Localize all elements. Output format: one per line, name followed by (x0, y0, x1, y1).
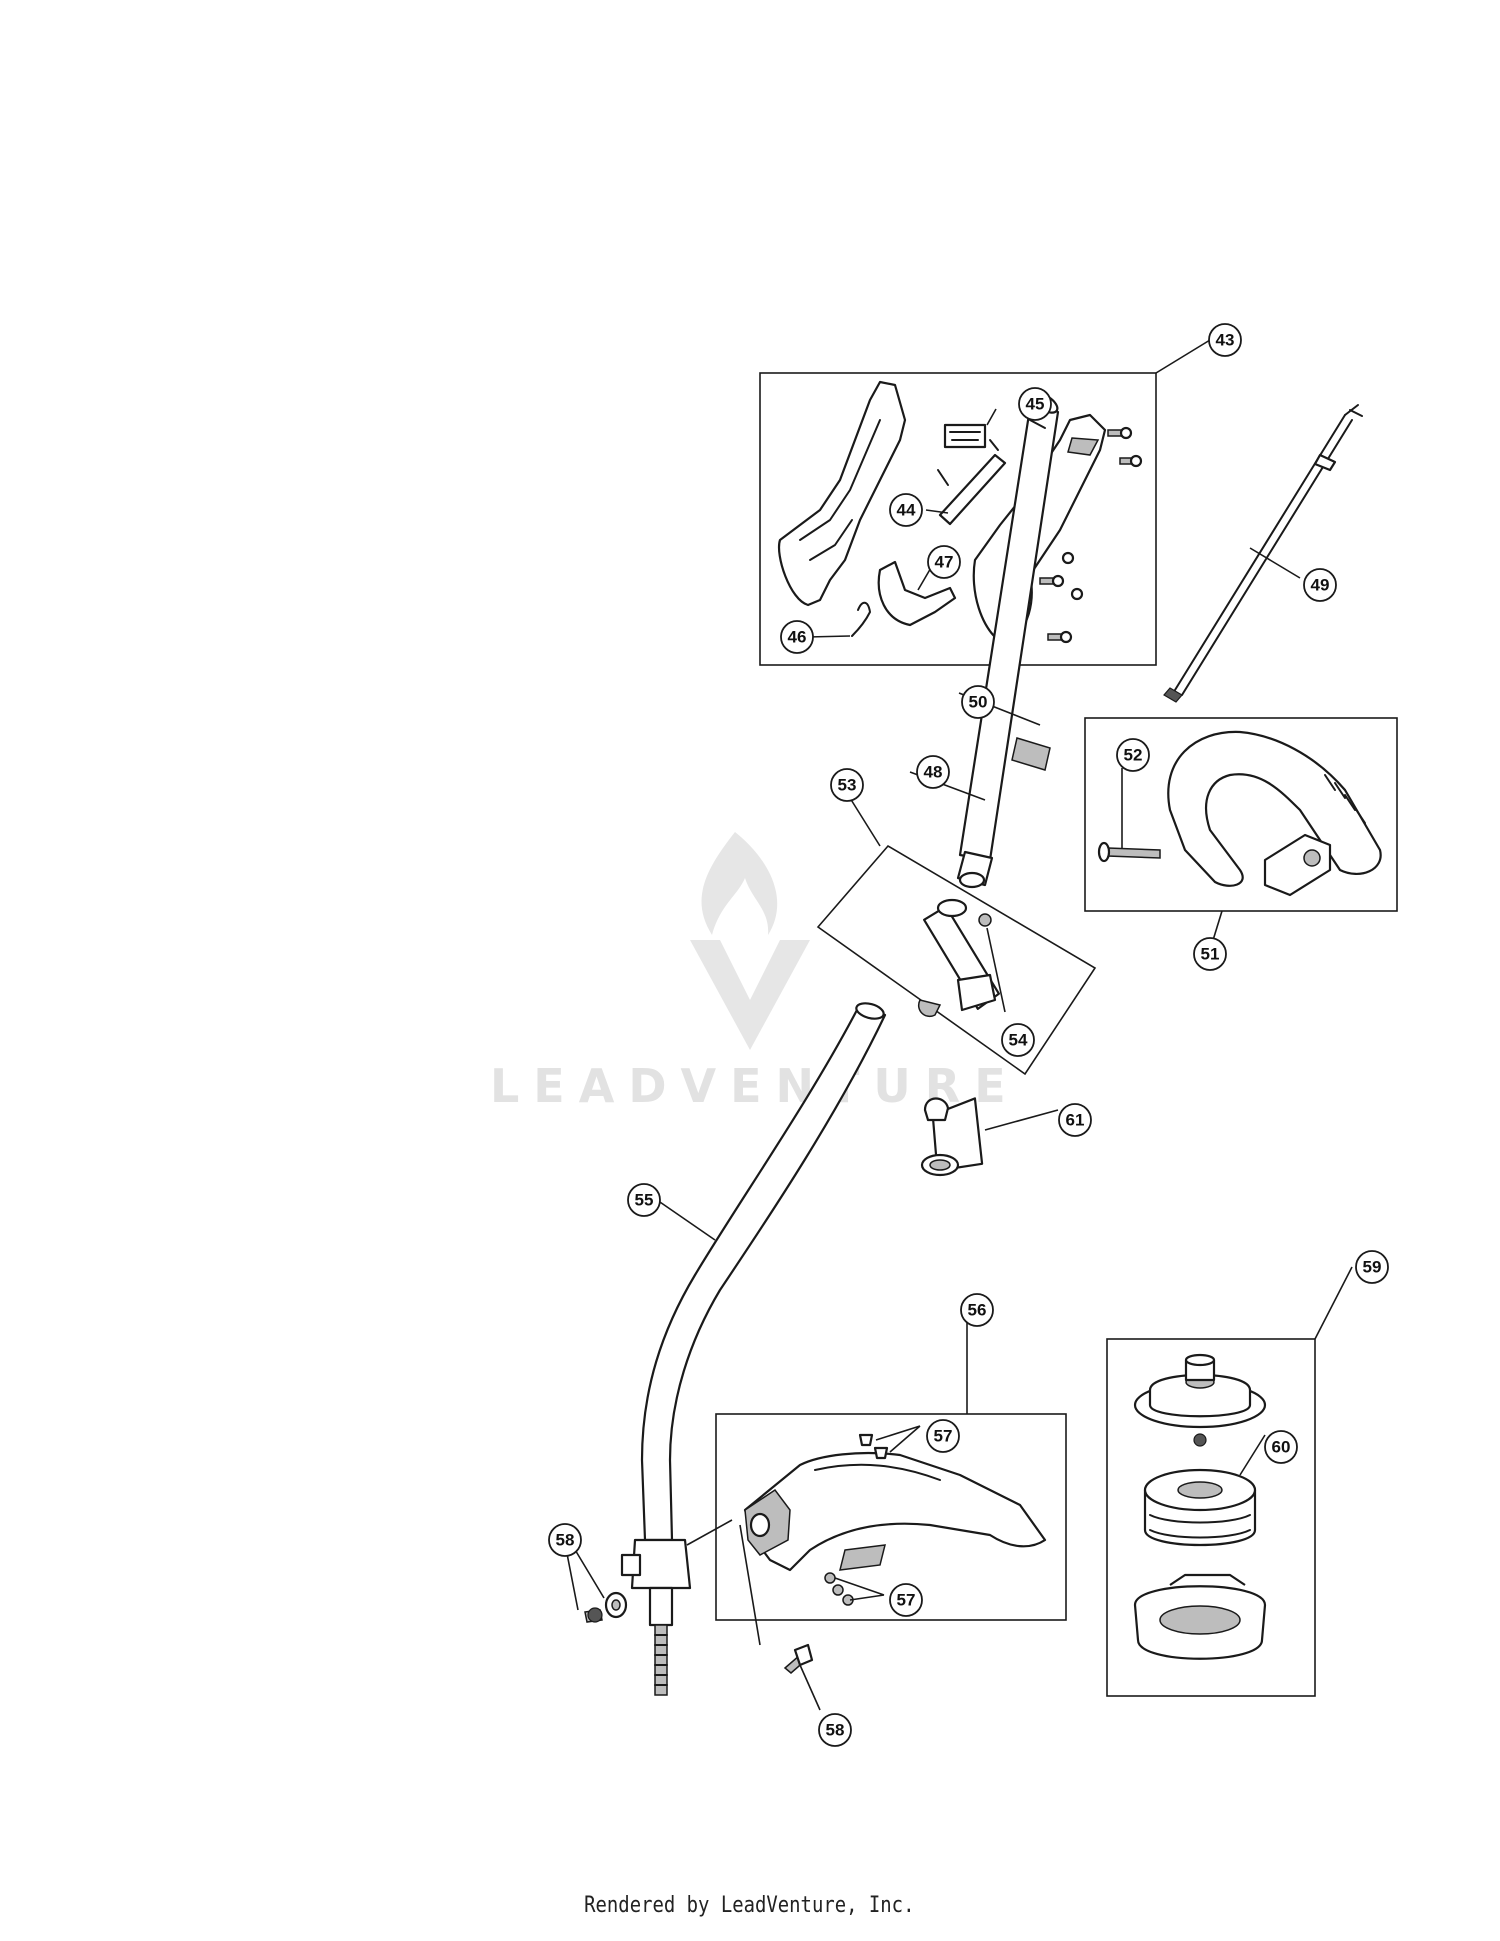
guard-screws-57 (824, 1433, 889, 1606)
assembly-box-53 (816, 844, 1097, 1076)
line-cutter-blade (839, 1544, 886, 1571)
loop-handle-assembly (1084, 717, 1398, 912)
callout-58-bottom: 58 (818, 1713, 852, 1747)
coupler-nut-54 (978, 913, 992, 927)
callout-55: 55 (627, 1183, 661, 1217)
svg-text:57: 57 (934, 1427, 953, 1446)
coupler-knob (956, 973, 997, 1012)
svg-text:43: 43 (1216, 331, 1235, 350)
assembly-box-59 (1106, 1338, 1316, 1697)
watermark: LEADVENTURE (490, 832, 1020, 1113)
housing-screws (1039, 426, 1143, 644)
shaft-grip-50 (1011, 737, 1051, 771)
callout-54: 54 (1001, 1023, 1035, 1057)
callout-58-left: 58 (548, 1523, 582, 1557)
callout-52: 52 (1116, 738, 1150, 772)
footer-credit: Rendered by LeadVenture, Inc. (584, 1893, 915, 1918)
callout-43: 43 (1208, 323, 1242, 357)
callout-51: 51 (1193, 937, 1227, 971)
handle-housing-assembly (759, 372, 1157, 666)
callout-61: 61 (1058, 1103, 1092, 1137)
upper-shaft-48 (956, 392, 1060, 889)
callout-59: 59 (1355, 1250, 1389, 1284)
svg-text:47: 47 (935, 553, 954, 572)
svg-text:50: 50 (969, 693, 988, 712)
drive-shaft-thread (654, 1624, 668, 1696)
throttle-cable-49 (1163, 404, 1363, 703)
assembly-box-51 (1084, 717, 1398, 912)
spring-46 (851, 601, 871, 637)
guard-assembly (715, 1413, 1067, 1621)
svg-text:55: 55 (635, 1191, 654, 1210)
upper-shaft-tube (958, 393, 1060, 862)
callout-50: 50 (961, 685, 995, 719)
svg-text:59: 59 (1363, 1258, 1382, 1277)
callout-48: 48 (916, 755, 950, 789)
svg-text:56: 56 (968, 1301, 987, 1320)
svg-text:44: 44 (897, 501, 916, 520)
svg-text:58: 58 (556, 1531, 575, 1550)
callout-53: 53 (830, 768, 864, 802)
bolt-52 (1107, 847, 1161, 859)
svg-text:54: 54 (1009, 1031, 1028, 1050)
svg-text:45: 45 (1026, 395, 1045, 414)
callout-49: 49 (1303, 568, 1337, 602)
svg-text:52: 52 (1124, 746, 1143, 765)
left-housing-half (777, 380, 907, 607)
clamp-hardware-58 (584, 1591, 628, 1623)
svg-text:48: 48 (924, 763, 943, 782)
svg-text:46: 46 (788, 628, 807, 647)
watermark-text: LEADVENTURE (490, 1059, 1020, 1113)
callout-57-top: 57 (926, 1419, 960, 1453)
svg-text:51: 51 (1201, 945, 1220, 964)
assembly-box-43 (759, 372, 1157, 666)
throttle-trigger-47 (877, 560, 957, 627)
callout-60: 60 (1264, 1430, 1298, 1464)
callout-57-bottom: 57 (889, 1583, 923, 1617)
svg-text:53: 53 (838, 776, 857, 795)
coupler-assembly (816, 844, 1097, 1076)
guard-bolt-58 (783, 1643, 814, 1674)
svg-text:61: 61 (1066, 1111, 1085, 1130)
svg-text:60: 60 (1272, 1438, 1291, 1457)
trimmer-guard (743, 1451, 1047, 1572)
callout-47: 47 (927, 545, 961, 579)
callout-56: 56 (960, 1293, 994, 1327)
shaft-sleeve-61 (920, 1097, 984, 1177)
svg-text:49: 49 (1311, 576, 1330, 595)
trigger-rod-44 (938, 453, 1007, 526)
callout-45: 45 (1018, 387, 1052, 421)
trimmer-head-assembly (1106, 1338, 1316, 1697)
switch-45 (943, 423, 987, 449)
callout-44: 44 (889, 493, 923, 527)
svg-text:58: 58 (826, 1721, 845, 1740)
flame-v-logo (690, 832, 810, 1050)
svg-text:57: 57 (897, 1591, 916, 1610)
assembly-box-56 (715, 1413, 1067, 1621)
lower-shaft-55 (620, 1002, 887, 1696)
callout-46: 46 (780, 620, 814, 654)
